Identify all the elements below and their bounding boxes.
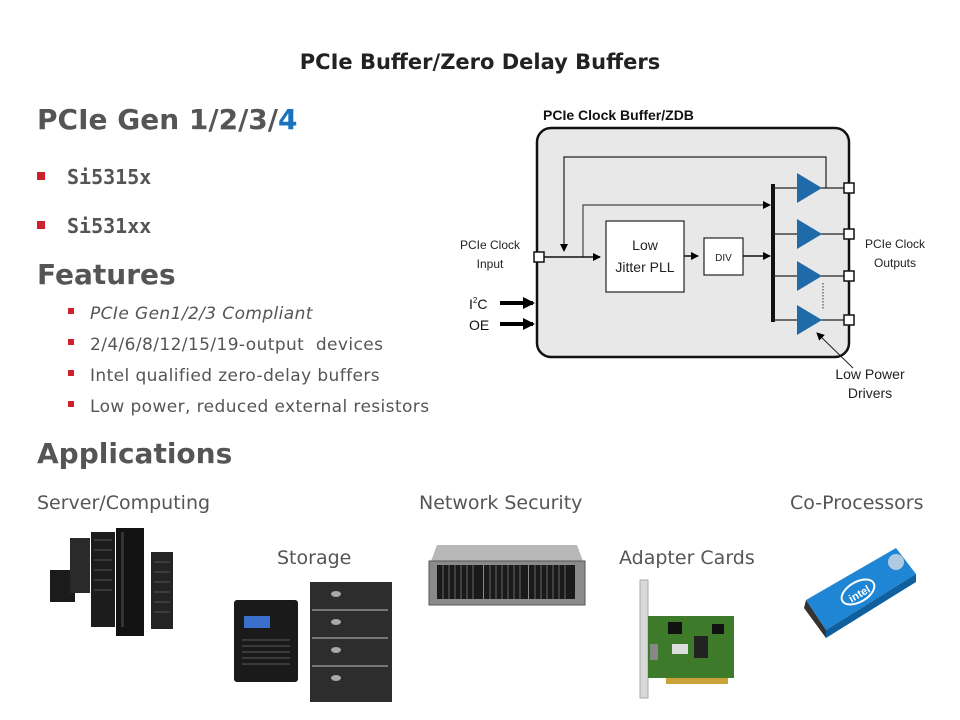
driver-triangle-icon [797, 305, 822, 335]
driver-row [773, 219, 855, 249]
pcie-gen-heading: PCIe Gen 1/2/3/4 [37, 103, 298, 136]
output-label-line1: PCIe Clock [865, 237, 926, 251]
part-bullet: Si531xx [37, 214, 151, 238]
server-racks-image [50, 528, 173, 636]
oe-label: OE [469, 317, 489, 333]
output-pin-icon [843, 182, 855, 194]
bullet-square-icon [68, 308, 74, 314]
feature-text: 2/4/6/8/12/15/19-output devices [90, 335, 384, 355]
feature-item: PCIe Gen1/2/3 Compliant [68, 304, 313, 324]
diagram-title: PCIe Clock Buffer/ZDB [543, 107, 694, 123]
input-label-line2: Input [477, 257, 504, 271]
output-label-line2: Outputs [874, 256, 916, 270]
feature-item: 2/4/6/8/12/15/19-output devices [68, 335, 383, 355]
feature-text: Low power, reduced external resistors [90, 397, 430, 417]
bullet-square-icon [37, 220, 45, 229]
network-appliance-image [428, 545, 586, 606]
app-label-server: Server/Computing [37, 492, 211, 514]
input-pin-icon [533, 251, 545, 263]
output-pin-icon [843, 228, 855, 240]
output-pin-icon [843, 270, 855, 282]
adapter-card-image [639, 579, 734, 699]
applications-heading: Applications [37, 437, 233, 470]
part-label: Si5315x [67, 165, 152, 189]
i2c-label: I2C [469, 296, 487, 312]
heading-accent: 4 [278, 103, 298, 136]
feature-text: PCIe Gen1/2/3 Compliant [90, 304, 313, 324]
features-heading: Features [37, 258, 176, 291]
feature-text: Intel qualified zero-delay buffers [90, 366, 380, 386]
driver-row [773, 261, 855, 291]
bypass-line [582, 201, 771, 257]
driver-triangle-icon [797, 219, 822, 249]
pll-label-line1: Low [632, 237, 659, 253]
driver-row [773, 173, 855, 203]
div-label: DIV [715, 253, 732, 264]
feature-item: Intel qualified zero-delay buffers [68, 366, 380, 386]
intel-coprocessor-card-image: intel [804, 548, 916, 638]
driver-triangle-icon [797, 173, 822, 203]
drivers-label-line2: Drivers [848, 385, 892, 401]
part-bullet: Si5315x [37, 165, 151, 189]
output-pin-icon [843, 314, 855, 326]
storage-units-image [234, 582, 392, 702]
pll-block [605, 220, 685, 293]
app-label-storage: Storage [277, 547, 352, 569]
driver-row [773, 305, 855, 335]
slide-title: PCIe Buffer/Zero Delay Buffers [299, 50, 661, 74]
clock-buffer-diagram: PCIe Clock Buffer/ZDB Low Jitter PLL DIV… [460, 107, 926, 401]
pll-label-line2: Jitter PLL [615, 259, 674, 275]
app-label-coprocessor: Co-Processors [790, 492, 924, 514]
bullet-square-icon [37, 171, 45, 180]
input-label-line1: PCIe Clock [460, 238, 521, 252]
div-block [703, 237, 744, 276]
bullet-square-icon [68, 339, 74, 345]
feature-item: Low power, reduced external resistors [68, 397, 429, 417]
app-label-adapter: Adapter Cards [619, 547, 755, 569]
app-label-network: Network Security [419, 492, 583, 514]
bullet-square-icon [68, 370, 74, 376]
feedback-line-outer [560, 156, 827, 252]
part-label: Si531xx [67, 214, 152, 238]
driver-triangle-icon [797, 261, 822, 291]
drivers-label-line1: Low Power [835, 366, 905, 382]
bullet-square-icon [68, 401, 74, 407]
heading-prefix: PCIe Gen 1/2/3/ [37, 103, 279, 136]
drivers-callout-arrow [816, 332, 854, 369]
